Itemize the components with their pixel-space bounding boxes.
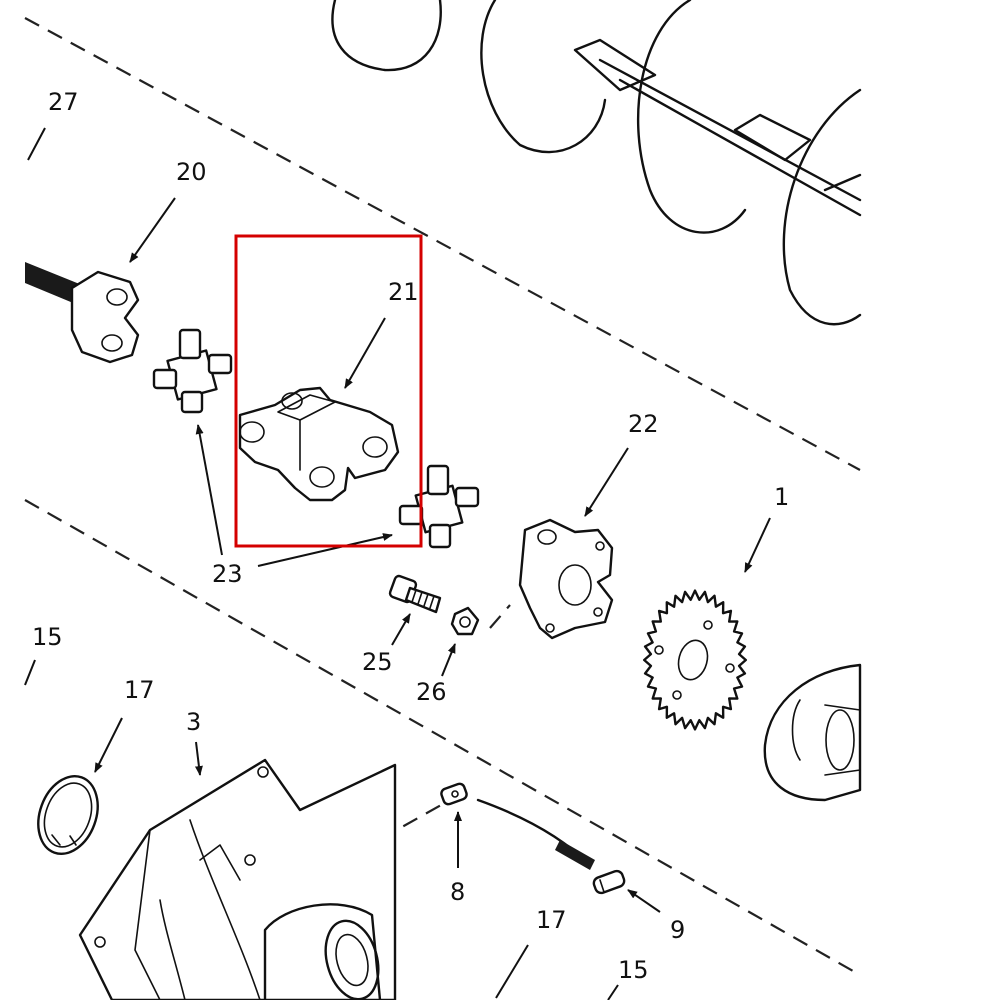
callout-15-bottom: 15 bbox=[618, 956, 649, 984]
leader-25 bbox=[391, 613, 411, 646]
u-joint-cross-23b bbox=[398, 464, 480, 549]
leader-22 bbox=[584, 447, 629, 517]
leader-15-left bbox=[24, 659, 36, 686]
leader-15-bottom bbox=[607, 984, 619, 1000]
snap-ring-17 bbox=[37, 775, 99, 855]
lower-centerline bbox=[24, 499, 861, 976]
grease-hose bbox=[476, 798, 595, 870]
flange-yoke-22 bbox=[518, 518, 614, 640]
nut-link-line bbox=[489, 604, 511, 629]
highlight-box-21 bbox=[234, 234, 423, 548]
sprocket-1 bbox=[643, 589, 747, 731]
leader-17-bottom bbox=[495, 944, 529, 999]
leader-17-left bbox=[94, 717, 123, 773]
callout-17-bottom: 17 bbox=[536, 906, 567, 934]
callout-3: 3 bbox=[186, 708, 201, 736]
leader-9 bbox=[627, 889, 661, 913]
callout-labels: 27 20 21 22 23 1 25 26 15 17 3 8 9 17 15 bbox=[32, 88, 789, 984]
fitting-9 bbox=[592, 869, 626, 895]
callout-9: 9 bbox=[670, 916, 685, 944]
nut-26 bbox=[450, 606, 480, 636]
yoke-21 bbox=[238, 386, 400, 502]
leader-23-up bbox=[195, 424, 223, 556]
callout-27: 27 bbox=[48, 88, 79, 116]
leader-23-right bbox=[257, 533, 393, 567]
callout-17-left: 17 bbox=[124, 676, 155, 704]
auger-flighting bbox=[331, 0, 862, 326]
callout-15-left: 15 bbox=[32, 623, 63, 651]
bearing-hub bbox=[763, 663, 862, 802]
callout-20: 20 bbox=[176, 158, 207, 186]
leader-26 bbox=[441, 643, 456, 677]
leader-3 bbox=[194, 741, 203, 776]
callout-26: 26 bbox=[416, 678, 447, 706]
leader-21 bbox=[344, 317, 386, 389]
driveshaft-yoke-20 bbox=[25, 262, 140, 364]
callout-1: 1 bbox=[774, 483, 789, 511]
bolt-25 bbox=[388, 574, 442, 614]
u-joint-cross-23a bbox=[152, 328, 233, 414]
callout-25: 25 bbox=[362, 648, 393, 676]
leader-1 bbox=[744, 517, 771, 573]
leader-arrows bbox=[24, 127, 771, 1000]
grease-fitting-8 bbox=[440, 782, 468, 806]
callout-21: 21 bbox=[388, 278, 419, 306]
callout-22: 22 bbox=[628, 410, 659, 438]
gearbox-housing-3 bbox=[78, 758, 397, 1000]
callout-23: 23 bbox=[212, 560, 243, 588]
upper-centerline bbox=[24, 17, 861, 471]
leader-20 bbox=[129, 197, 176, 263]
callout-8: 8 bbox=[450, 878, 465, 906]
leader-27 bbox=[27, 127, 46, 161]
